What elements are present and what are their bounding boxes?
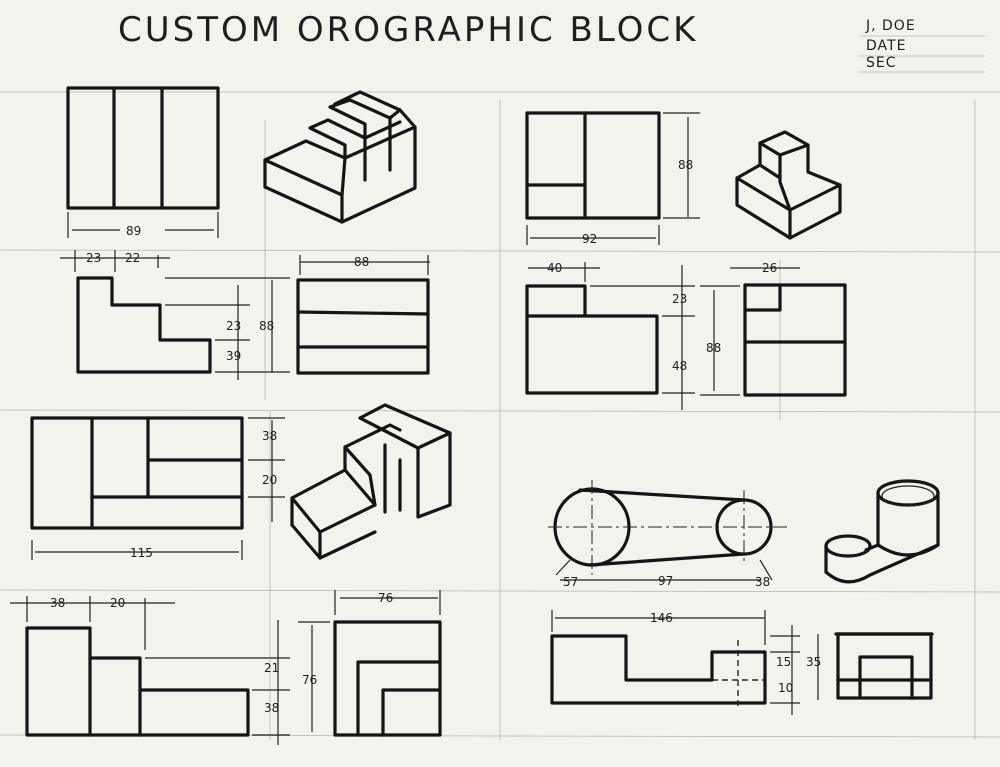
dim-b2-48: 48 xyxy=(672,359,687,373)
block3-top-view xyxy=(30,416,244,530)
dim-b4-57: 57 xyxy=(563,575,578,589)
dim-b3-21: 21 xyxy=(264,661,279,675)
block1-side-view xyxy=(296,278,430,375)
dim-b3-38f: 38 xyxy=(50,596,65,610)
block2-dimension-lines xyxy=(526,112,800,410)
title-block-name: J, DOE xyxy=(866,18,916,34)
dim-b4-15: 15 xyxy=(776,655,791,669)
dim-b3-20f: 20 xyxy=(110,596,125,610)
dim-b1-88w: 88 xyxy=(354,255,369,269)
block2-isometric-view xyxy=(735,130,842,240)
dim-b1-89: 89 xyxy=(126,224,141,238)
dim-b4-146: 146 xyxy=(650,611,673,625)
dim-b2-23: 23 xyxy=(672,292,687,306)
block3-dimension-lines xyxy=(10,417,441,745)
block4-isometric-view xyxy=(824,479,940,584)
block3-side-view xyxy=(333,620,442,737)
dim-b4-38: 38 xyxy=(755,575,770,589)
dim-b4-10: 10 xyxy=(778,681,793,695)
title-block-date: DATE xyxy=(866,38,907,54)
dim-b1-23: 23 xyxy=(86,251,101,265)
dim-b3-38h: 38 xyxy=(264,701,279,715)
dim-b2-88: 88 xyxy=(678,158,693,172)
block4-dimension-lines xyxy=(551,559,819,715)
block2-front-view xyxy=(525,284,659,395)
dim-b1-22: 22 xyxy=(125,251,140,265)
block1-dimension-lines xyxy=(60,212,430,380)
dimension-labels: 89 23 22 88 88 23 39 88 92 40 23 48 88 2… xyxy=(50,158,821,715)
dim-b1-39: 39 xyxy=(226,349,241,363)
block3-isometric-view xyxy=(290,403,452,560)
dim-b3-20: 20 xyxy=(262,473,277,487)
dim-b2-26: 26 xyxy=(762,261,777,275)
block2-side-view xyxy=(743,283,847,397)
dim-b3-76w: 76 xyxy=(378,591,393,605)
dim-b4-97: 97 xyxy=(658,574,673,588)
dim-b1-88h: 88 xyxy=(259,319,274,333)
title-block-section: SEC xyxy=(866,55,897,71)
dim-b3-115: 115 xyxy=(130,546,153,560)
block1-front-view xyxy=(76,276,212,374)
dim-b4-35: 35 xyxy=(806,655,821,669)
dim-b2-40: 40 xyxy=(547,261,562,275)
dim-b2-92: 92 xyxy=(582,232,597,246)
block1-isometric-view xyxy=(263,90,417,224)
dim-b2-88h: 88 xyxy=(706,341,721,355)
block3-front-view xyxy=(25,626,250,737)
dim-b1-23h: 23 xyxy=(226,319,241,333)
sheet-title: CUSTOM OROGRAPHIC BLOCK xyxy=(118,10,699,50)
block4-top-view xyxy=(548,480,790,575)
block4-front-view xyxy=(550,632,934,710)
block1-top-view xyxy=(66,86,220,210)
block2-top-view xyxy=(525,111,661,220)
dim-b3-38: 38 xyxy=(262,429,277,443)
dim-b3-76h: 76 xyxy=(302,673,317,687)
